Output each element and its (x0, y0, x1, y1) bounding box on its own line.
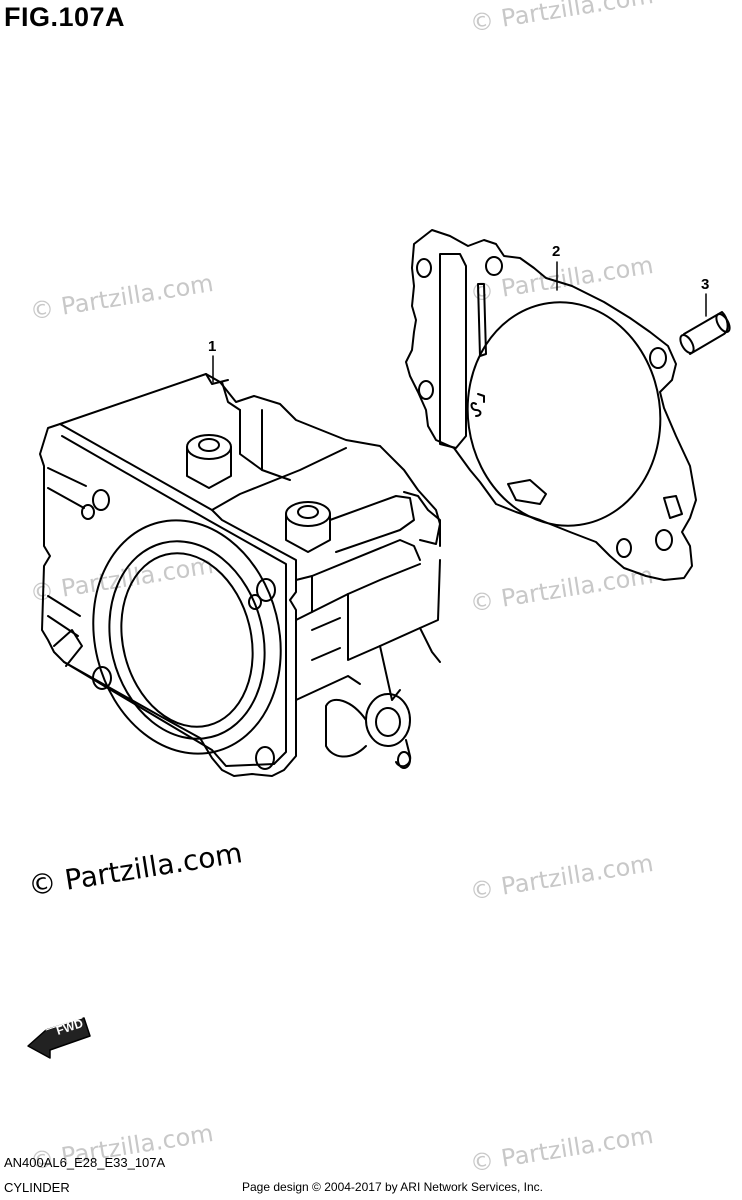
page-credit: Page design © 2004-2017 by ARI Network S… (242, 1180, 544, 1194)
callout-3[interactable]: 3 (701, 276, 710, 293)
gasket-part[interactable] (405, 229, 697, 581)
fwd-arrow-icon (27, 1017, 91, 1059)
figure-title: FIG.107A (4, 2, 126, 32)
dowel-pin-part[interactable] (678, 311, 733, 355)
diagram-caption: CYLINDER (4, 1180, 70, 1195)
cylinder-part[interactable] (39, 373, 441, 777)
model-code: AN400AL6_E28_E33_107A (4, 1155, 166, 1170)
callout-2[interactable]: 2 (552, 243, 561, 260)
callout-1[interactable]: 1 (208, 338, 217, 355)
